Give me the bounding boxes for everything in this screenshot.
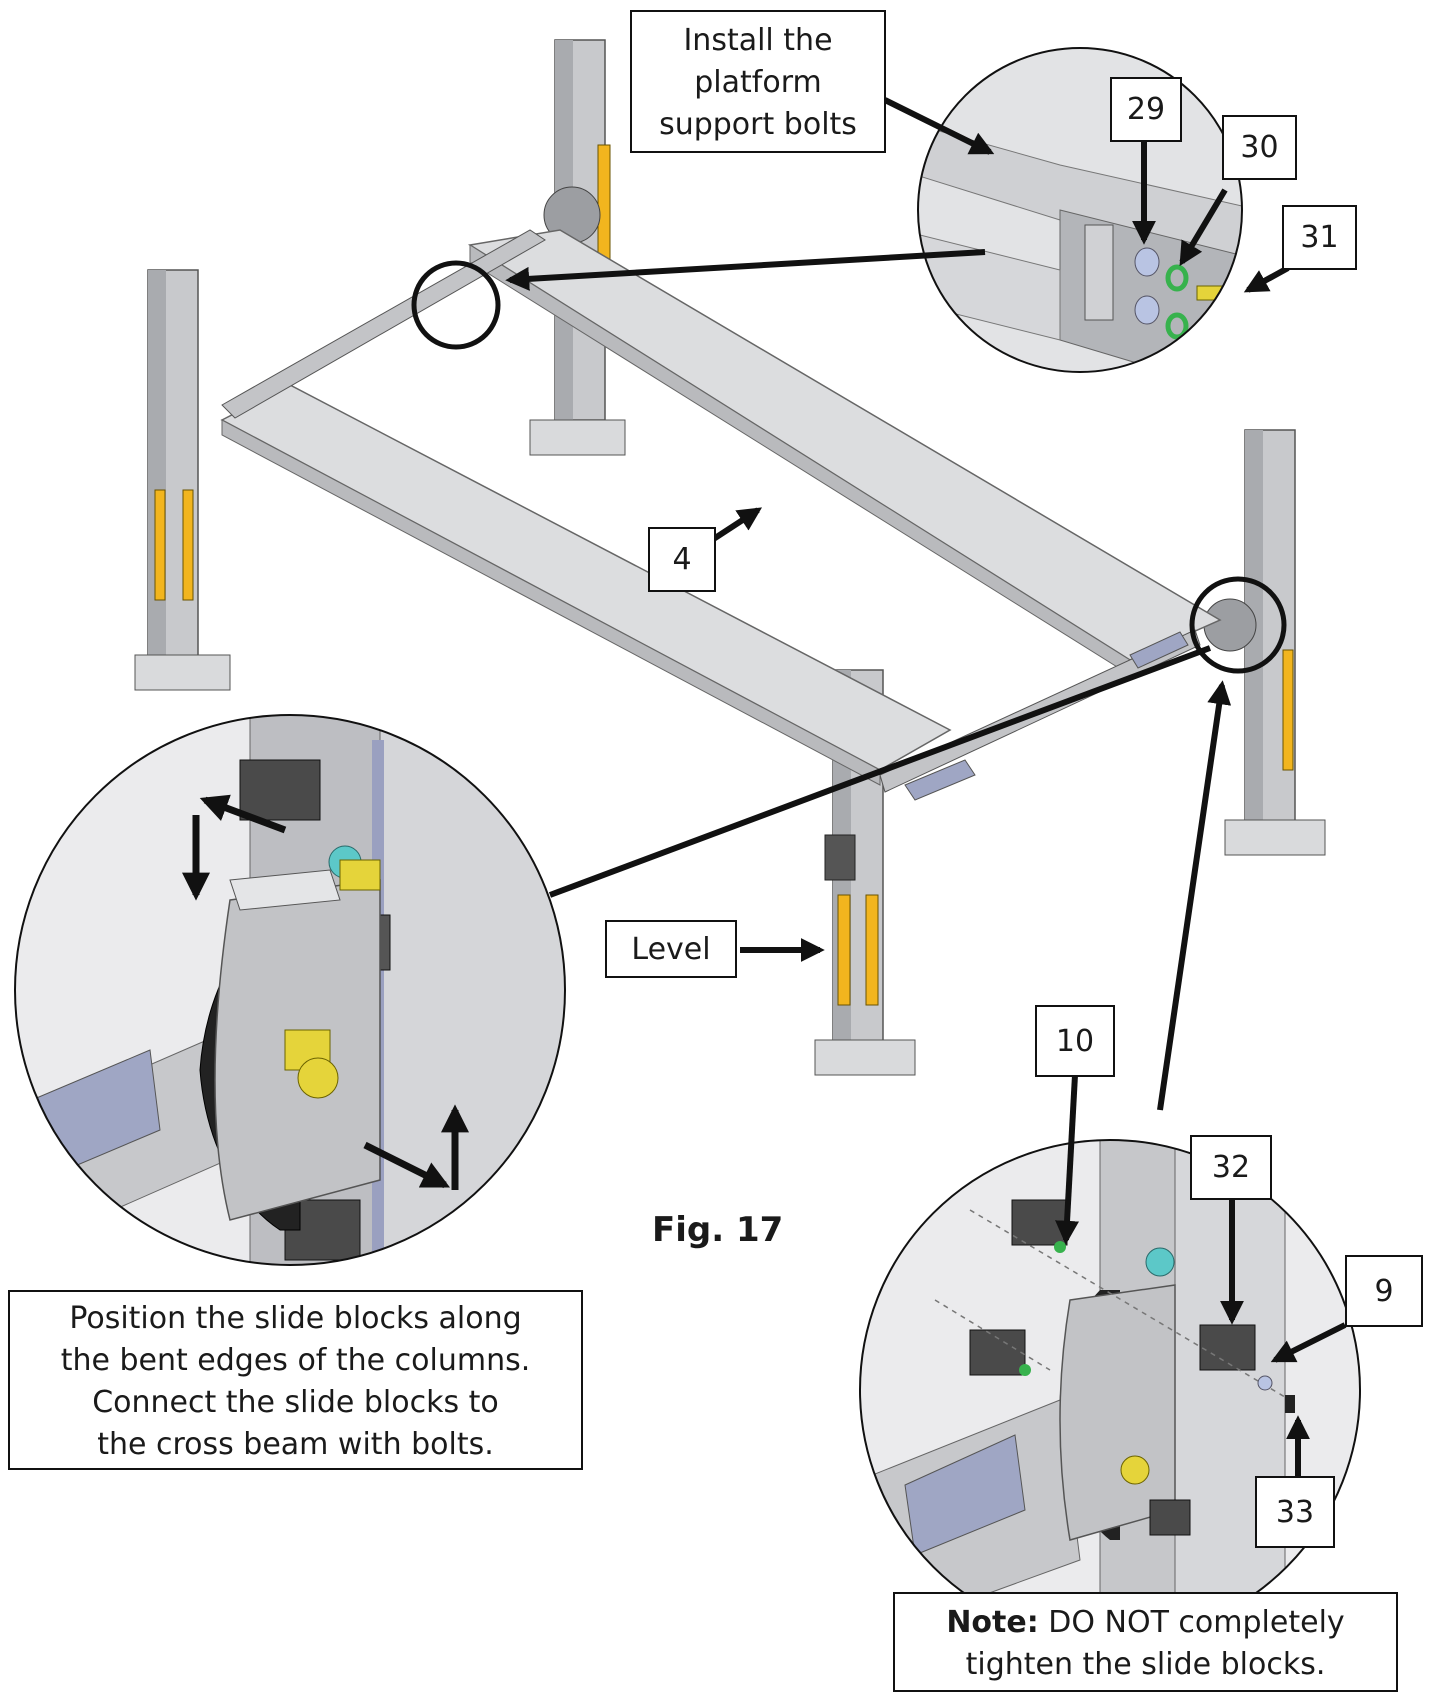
- highlight-circle-rear: [411, 260, 501, 350]
- part-number-9: 9: [1345, 1255, 1423, 1327]
- lock-washer-30-lower: [1165, 312, 1189, 340]
- cross-beam-rear: [221, 229, 546, 419]
- slide-block-32: [1199, 1324, 1256, 1371]
- part-number-33: 33: [1255, 1476, 1335, 1548]
- callout-install-line1: Install the: [683, 23, 833, 58]
- washer-29-lower: [1134, 295, 1160, 325]
- figure-label: Fig. 17: [652, 1210, 784, 1250]
- highlight-circle-front: [1189, 576, 1287, 674]
- note-text: DO NOT completely: [1038, 1605, 1345, 1640]
- callout-slide-blocks: Position the slide blocks along the bent…: [8, 1290, 583, 1470]
- callout-slide-line1: Position the slide blocks along: [69, 1301, 522, 1336]
- callout-level: Level: [605, 920, 737, 978]
- bolt-31-lower: [1196, 333, 1238, 349]
- callout-slide-line3: Connect the slide blocks to: [92, 1385, 499, 1420]
- part-number-10: 10: [1035, 1005, 1115, 1077]
- callout-install-bolts: Install the platform support bolts: [630, 10, 886, 153]
- slide-block-10-lower: [969, 1329, 1026, 1376]
- part-number-29: 29: [1110, 77, 1182, 142]
- part-number-4: 4: [648, 527, 716, 592]
- detail-view-slide-block-hardware: [859, 1139, 1361, 1641]
- lift-structure: [134, 39, 1326, 1076]
- detail-view-slide-blocks: [14, 714, 566, 1266]
- lock-washer-30-upper: [1165, 264, 1189, 292]
- washer-29-upper: [1134, 247, 1160, 277]
- note-label: Note:: [946, 1605, 1039, 1640]
- callout-install-line3: support bolts: [659, 107, 857, 142]
- slide-block-upper: [239, 759, 321, 821]
- note-line1: Note: DO NOT completely: [903, 1602, 1388, 1644]
- leader-lines: [505, 97, 1347, 1500]
- column-rear-right: [1203, 429, 1326, 856]
- note-box: Note: DO NOT completely tighten the slid…: [893, 1592, 1398, 1692]
- column-front-left: [134, 269, 231, 691]
- part-number-31: 31: [1282, 205, 1357, 270]
- note-line2: tighten the slide blocks.: [965, 1647, 1326, 1682]
- part-number-32: 32: [1190, 1135, 1272, 1200]
- callout-slide-line4: the cross beam with bolts.: [97, 1427, 494, 1462]
- bolt-33: [1285, 1395, 1295, 1413]
- part-number-30: 30: [1222, 115, 1297, 180]
- slide-block-10-upper: [1011, 1199, 1068, 1246]
- callout-slide-line2: the bent edges of the columns.: [60, 1343, 531, 1378]
- callout-install-line2: platform: [694, 65, 822, 100]
- column-rear-left: [529, 39, 626, 456]
